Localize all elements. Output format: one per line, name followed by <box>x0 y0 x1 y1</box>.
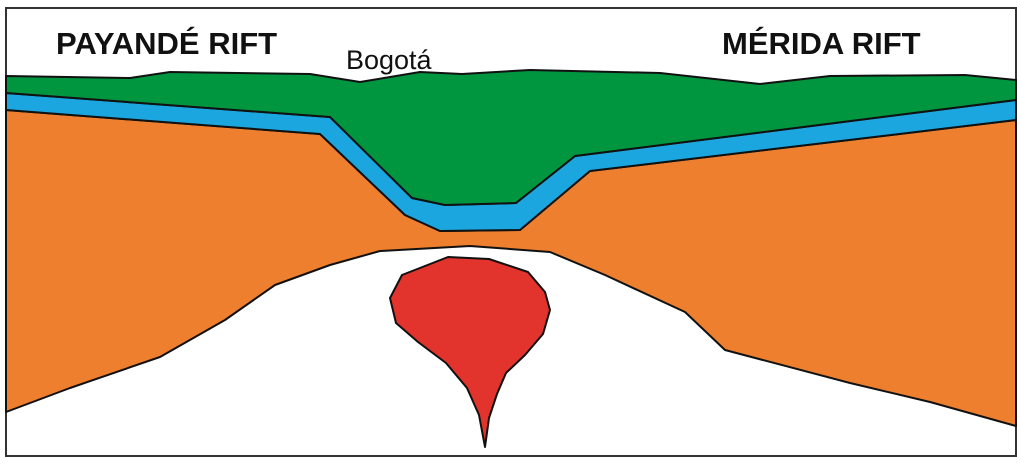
merida-rift-label: MÉRIDA RIFT <box>722 28 921 59</box>
payande-rift-label: PAYANDÉ RIFT <box>56 28 277 59</box>
bogota-label: Bogotá <box>346 47 432 74</box>
